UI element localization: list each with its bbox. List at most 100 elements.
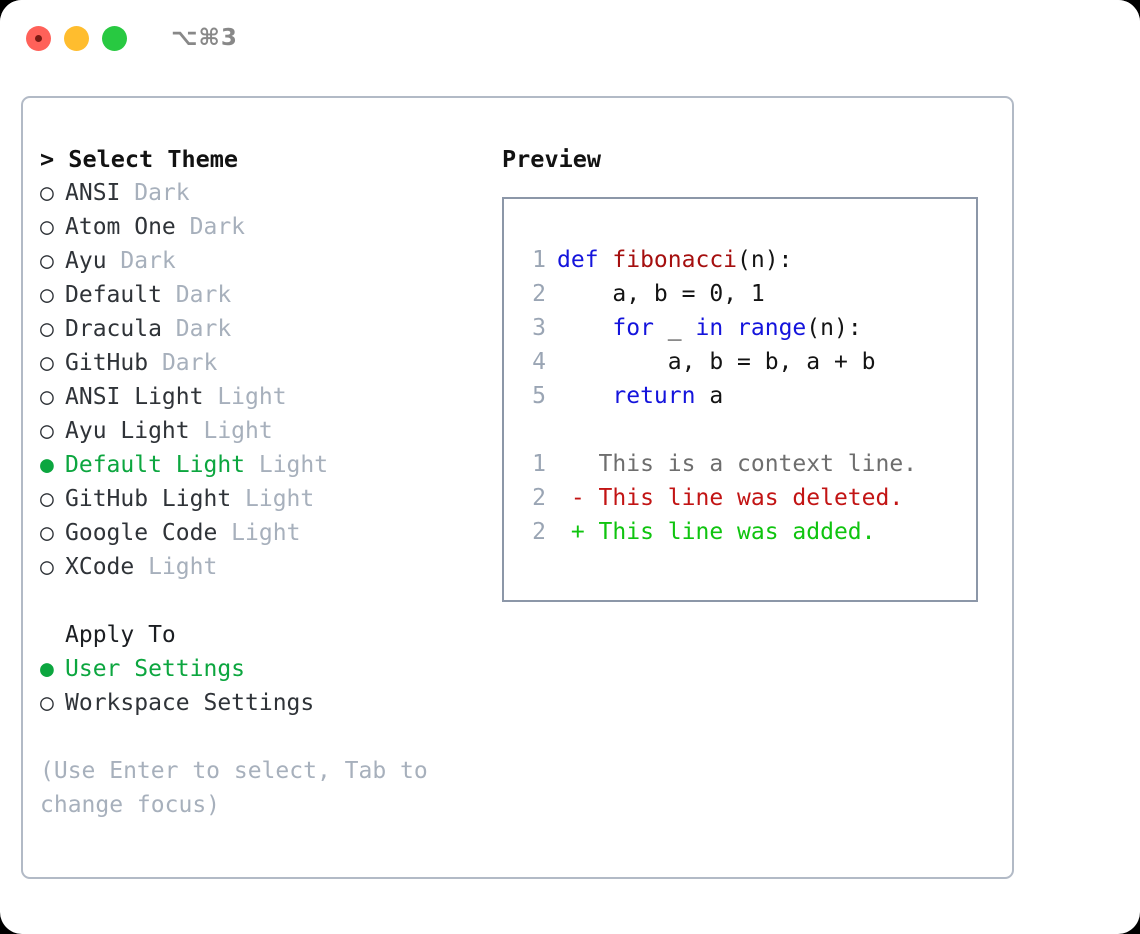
radio-unselected-icon[interactable]: ○ — [40, 384, 54, 410]
theme-name: Ayu — [65, 248, 107, 274]
theme-row[interactable]: ○ Default Dark — [40, 278, 502, 312]
section-spacer — [40, 584, 502, 618]
diff-marker — [557, 447, 599, 481]
code-token-plain — [557, 383, 612, 409]
theme-selector-column: > Select Theme ○ANSI Dark○Atom One Dark○… — [23, 98, 502, 877]
code-token-plain: a, b = b, a + b — [557, 349, 876, 375]
radio-unselected-icon[interactable]: ○ — [40, 316, 54, 342]
theme-list[interactable]: ○ ANSI Dark ○ Atom One Dark ○ Ayu Dark ○ Defaul… — [40, 176, 502, 584]
theme-row[interactable]: ○ Google Code Light — [40, 516, 502, 550]
code-text: a, b = 0, 1 — [557, 277, 764, 311]
theme-row[interactable]: ● Default Light Light — [40, 448, 502, 482]
radio-unselected-icon[interactable]: ○ — [40, 418, 54, 444]
theme-name: Default — [65, 282, 162, 308]
radio-unselected-icon[interactable]: ○ — [40, 690, 54, 716]
keyboard-shortcut-label: ⌥⌘3 — [171, 25, 238, 51]
apply-to-label: Workspace Settings — [65, 690, 315, 716]
radio-selected-icon[interactable]: ● — [40, 452, 54, 478]
code-line: 3 for _ in range(n): — [516, 311, 976, 345]
code-token-plain — [723, 315, 737, 341]
theme-name: Dracula — [65, 316, 162, 342]
theme-variant-tag: Dark — [106, 248, 176, 274]
diff-text: This line was added. — [598, 519, 876, 545]
radio-unselected-icon[interactable]: ○ — [40, 180, 54, 206]
diff-marker: - — [557, 485, 599, 511]
theme-name: Atom One — [65, 214, 176, 240]
keyboard-hint-text: (Use Enter to select, Tab to change focu… — [40, 758, 442, 818]
code-token-plain: a — [695, 383, 724, 409]
code-token-kw: def — [557, 247, 613, 273]
theme-variant-tag: Light — [217, 520, 301, 546]
code-token-plain — [557, 315, 612, 341]
theme-variant-tag: Dark — [175, 214, 246, 240]
radio-unselected-icon[interactable]: ○ — [40, 486, 54, 512]
theme-name: GitHub — [65, 350, 149, 376]
apply-to-list[interactable]: ● User Settings ○ Workspace Settings — [40, 652, 502, 720]
theme-variant-tag: Light — [134, 554, 218, 580]
theme-name: ANSI — [65, 180, 121, 206]
theme-name: Default Light — [65, 452, 246, 478]
minimize-icon[interactable] — [64, 25, 89, 51]
theme-row[interactable]: ○ Ayu Dark — [40, 244, 502, 278]
radio-unselected-icon[interactable]: ○ — [40, 248, 54, 274]
theme-variant-tag: Dark — [161, 316, 232, 342]
theme-variant-tag: Dark — [120, 180, 190, 206]
select-theme-heading: > Select Theme — [40, 145, 239, 173]
code-token-kw: range — [737, 315, 807, 341]
theme-variant-tag: Dark — [148, 350, 218, 376]
code-text: def fibonacci(n): — [557, 243, 792, 277]
theme-variant-tag: Light — [231, 486, 315, 512]
diff-line: 1 This is a context line. — [516, 447, 976, 481]
theme-variant-tag: Light — [203, 384, 287, 410]
diff-text: This line was deleted. — [598, 485, 904, 511]
theme-row[interactable]: ○ GitHub Dark — [40, 346, 502, 380]
theme-row[interactable]: ○ XCode Light — [40, 550, 502, 584]
radio-unselected-icon[interactable]: ○ — [40, 520, 54, 546]
code-line: 2 a, b = 0, 1 — [516, 277, 976, 311]
code-token-plain: (n): — [737, 247, 793, 273]
apply-to-row[interactable]: ● User Settings — [40, 652, 502, 686]
diff-line-number: 1 — [532, 451, 546, 477]
maximize-icon[interactable] — [102, 25, 127, 51]
apply-to-label: User Settings — [65, 656, 246, 682]
code-text: a, b = b, a + b — [557, 345, 876, 379]
code-token-kw: in — [695, 315, 724, 341]
code-token-plain: _ — [653, 315, 696, 341]
diff-line-number: 2 — [532, 485, 546, 511]
code-token-kw: return — [612, 383, 696, 409]
theme-row[interactable]: ○ANSI Light Light — [40, 380, 502, 414]
code-token-plain: (n): — [806, 315, 862, 341]
diff-line: 2 - This line was deleted. — [516, 481, 976, 515]
theme-variant-tag: Dark — [161, 282, 232, 308]
code-line: 5 return a — [516, 379, 976, 413]
radio-selected-icon[interactable]: ● — [40, 656, 54, 682]
theme-variant-tag: Light — [245, 452, 329, 478]
line-number: 5 — [532, 383, 546, 409]
radio-unselected-icon[interactable]: ○ — [40, 282, 54, 308]
theme-variant-tag: Light — [189, 418, 273, 444]
line-number: 3 — [532, 315, 546, 341]
radio-unselected-icon[interactable]: ○ — [40, 554, 54, 580]
diff-line: 2 + This line was added. — [516, 515, 976, 549]
code-token-kw: for — [612, 315, 654, 341]
theme-row[interactable]: ○GitHub Light Light — [40, 482, 502, 516]
theme-name: XCode — [65, 554, 135, 580]
theme-row[interactable]: ○ Atom One Dark — [40, 210, 502, 244]
close-icon[interactable] — [26, 25, 51, 51]
radio-unselected-icon[interactable]: ○ — [40, 214, 54, 240]
diff-line-number: 2 — [532, 519, 546, 545]
theme-name: Google Code — [65, 520, 218, 546]
line-number: 4 — [532, 349, 546, 375]
diff-marker: + — [557, 519, 599, 545]
code-text: for _ in range(n): — [557, 311, 862, 345]
theme-row[interactable]: ○ Dracula Dark — [40, 312, 502, 346]
radio-unselected-icon[interactable]: ○ — [40, 350, 54, 376]
theme-row[interactable]: ○Ayu Light Light — [40, 414, 502, 448]
main-panel: > Select Theme ○ANSI Dark○Atom One Dark○… — [21, 96, 1014, 879]
apply-to-row[interactable]: ○ Workspace Settings — [40, 686, 502, 720]
theme-row[interactable]: ○ ANSI Dark — [40, 176, 502, 210]
